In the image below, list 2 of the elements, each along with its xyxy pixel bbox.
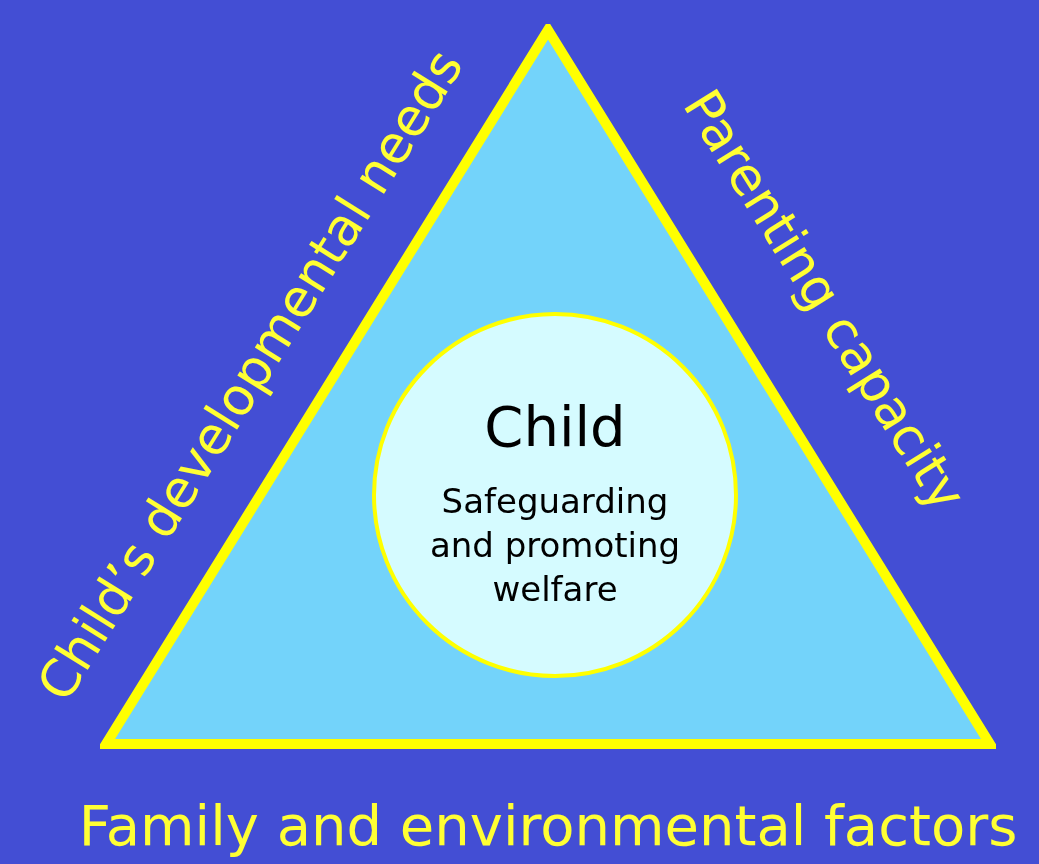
heading: Child xyxy=(484,394,626,459)
body-text: Safeguarding and promoting welfare xyxy=(428,480,682,612)
